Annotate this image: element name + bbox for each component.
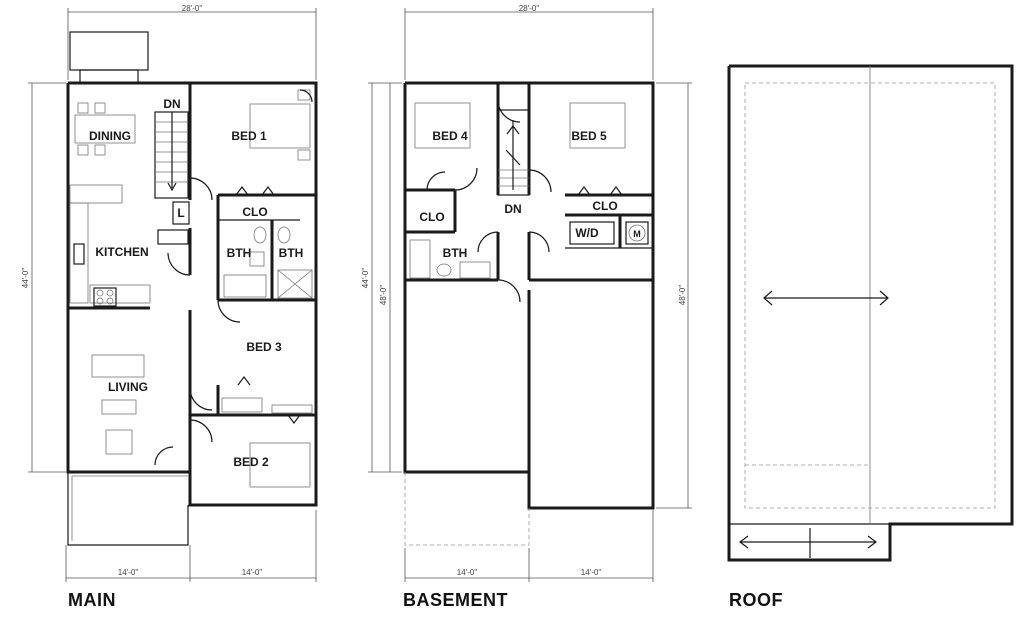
room-label-bed-5: BED 5 <box>571 129 607 143</box>
basement-width-dimension: 28'-0" <box>519 4 540 13</box>
main-depth-dimension: 44'-0" <box>21 268 30 289</box>
room-label-bed-4: BED 4 <box>432 129 468 143</box>
room-label-closet-right: CLO <box>592 199 617 213</box>
room-label-bath-2: BTH <box>279 246 304 260</box>
room-label-closet: CLO <box>242 205 267 219</box>
basement-right-dimension: 14'-0" <box>581 568 602 577</box>
stair-label-dn: DN <box>504 202 521 216</box>
basement-left-dimension: 14'-0" <box>457 568 478 577</box>
room-label-mechanical: M <box>633 229 641 239</box>
room-label-living: LIVING <box>108 380 148 394</box>
main-width-dimension: 28'-0" <box>182 4 203 13</box>
room-label-bed-1: BED 1 <box>231 129 267 143</box>
room-label-bed-3: BED 3 <box>246 340 282 354</box>
room-label-closet-left: CLO <box>419 210 444 224</box>
basement-depth-dimension-main: 48'-0" <box>379 285 388 306</box>
main-floor-plan: 28'-0" 44'-0" 14'-0" 14'-0" <box>21 4 318 582</box>
plan-title-main: MAIN <box>68 590 116 610</box>
room-label-dining: DINING <box>89 129 131 143</box>
room-label-linen: L <box>177 206 184 220</box>
room-label-kitchen: KITCHEN <box>95 245 148 259</box>
basement-depth-dimension-right: 48'-0" <box>678 285 687 306</box>
roof-plan <box>727 64 1014 562</box>
main-right-dimension: 14'-0" <box>242 568 263 577</box>
room-label-bath: BTH <box>443 246 468 260</box>
plan-title-basement: BASEMENT <box>403 590 509 610</box>
plan-title-roof: ROOF <box>729 590 783 610</box>
stair-label-dn: DN <box>163 97 180 111</box>
room-label-washer-dryer: W/D <box>575 226 599 240</box>
main-left-dimension: 14'-0" <box>118 568 139 577</box>
basement-depth-dimension-left: 44'-0" <box>361 268 370 289</box>
room-label-bath-1: BTH <box>227 246 252 260</box>
room-label-bed-2: BED 2 <box>233 455 269 469</box>
basement-floor-plan: 28'-0" 44'-0" 48'-0" 48'-0" 14'-0" 14'-0… <box>361 4 692 582</box>
